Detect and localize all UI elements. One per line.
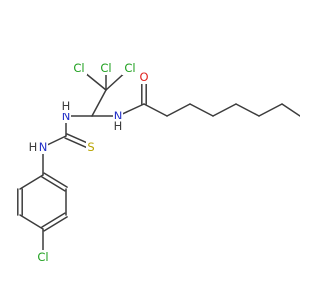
bond-a3-a4 <box>212 103 237 117</box>
atom-label-h3: H <box>29 140 38 154</box>
bond-layer <box>17 67 300 258</box>
bond-a1-a2 <box>166 103 191 117</box>
bond-r4-r5-a <box>43 216 68 232</box>
atom-label-background <box>122 61 138 75</box>
atom-label-background <box>113 109 123 123</box>
bond-r6-r1-b <box>41 176 66 192</box>
atom-label-s1: S <box>87 140 94 154</box>
atom-label-n2: N <box>62 109 71 123</box>
atom-label-background <box>98 61 114 75</box>
atom-label-cl2: Cl <box>100 61 111 75</box>
atom-label-background <box>28 140 38 154</box>
atom-label-background <box>61 109 71 123</box>
atom-label-background <box>86 140 96 154</box>
atom-label-cl4: Cl <box>37 250 48 264</box>
atom-label-background <box>113 119 123 133</box>
bond-r4-r5-b <box>41 212 66 228</box>
atom-label-background <box>139 70 149 84</box>
atom-label-background <box>38 140 48 154</box>
bond-cco-a1 <box>143 103 168 117</box>
bond-cct-cm <box>91 89 107 117</box>
atom-label-background <box>61 99 71 113</box>
bond-a2-a3 <box>189 103 214 117</box>
atom-label-h2: H <box>62 99 71 113</box>
bond-r6-r1-a <box>43 172 68 188</box>
bond-r3-r4 <box>19 214 44 230</box>
bond-r1-r2 <box>19 174 44 190</box>
atom-label-cl1: Cl <box>73 61 84 75</box>
bond-a5-a6 <box>258 103 283 117</box>
bond-a6-a7 <box>281 103 300 117</box>
bond-a4-a5 <box>235 103 260 117</box>
bond-cth-s1-a <box>64 137 91 150</box>
atom-label-o1: O <box>139 70 148 84</box>
atom-label-cl3: Cl <box>124 61 135 75</box>
atom-label-h1: H <box>114 119 123 133</box>
atom-label-background <box>35 250 51 264</box>
atom-label-background <box>71 61 87 75</box>
atom-label-n3: N <box>39 140 48 154</box>
atom-label-n1: N <box>114 109 123 123</box>
